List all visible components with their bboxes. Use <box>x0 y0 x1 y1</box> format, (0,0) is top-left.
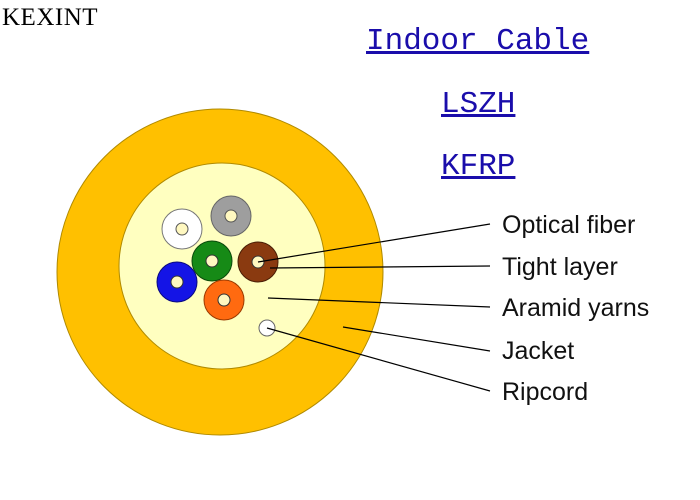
leader-ripcord <box>266 327 491 392</box>
leader-jacket <box>342 326 491 352</box>
fiber-green <box>191 240 233 282</box>
label-ripcord: Ripcord <box>502 378 588 406</box>
fiber-orange <box>203 279 245 321</box>
fiber-white <box>161 208 203 250</box>
kfrp-link[interactable]: KFRP <box>441 149 516 184</box>
brand-label: KEXINT <box>2 4 99 31</box>
fiber-blue <box>156 261 198 303</box>
leader-optical-fiber <box>257 223 491 263</box>
label-optical-fiber: Optical fiber <box>502 211 635 239</box>
label-aramid-yarns: Aramid yarns <box>502 294 649 322</box>
indoor-cable-link[interactable]: Indoor Cable <box>366 24 590 59</box>
label-jacket: Jacket <box>502 337 574 365</box>
label-tight-layer: Tight layer <box>502 253 618 281</box>
leader-aramid-yarns <box>267 297 491 308</box>
leader-tight-layer <box>269 265 491 269</box>
lszh-link[interactable]: LSZH <box>441 87 516 122</box>
fiber-gray <box>210 195 252 237</box>
